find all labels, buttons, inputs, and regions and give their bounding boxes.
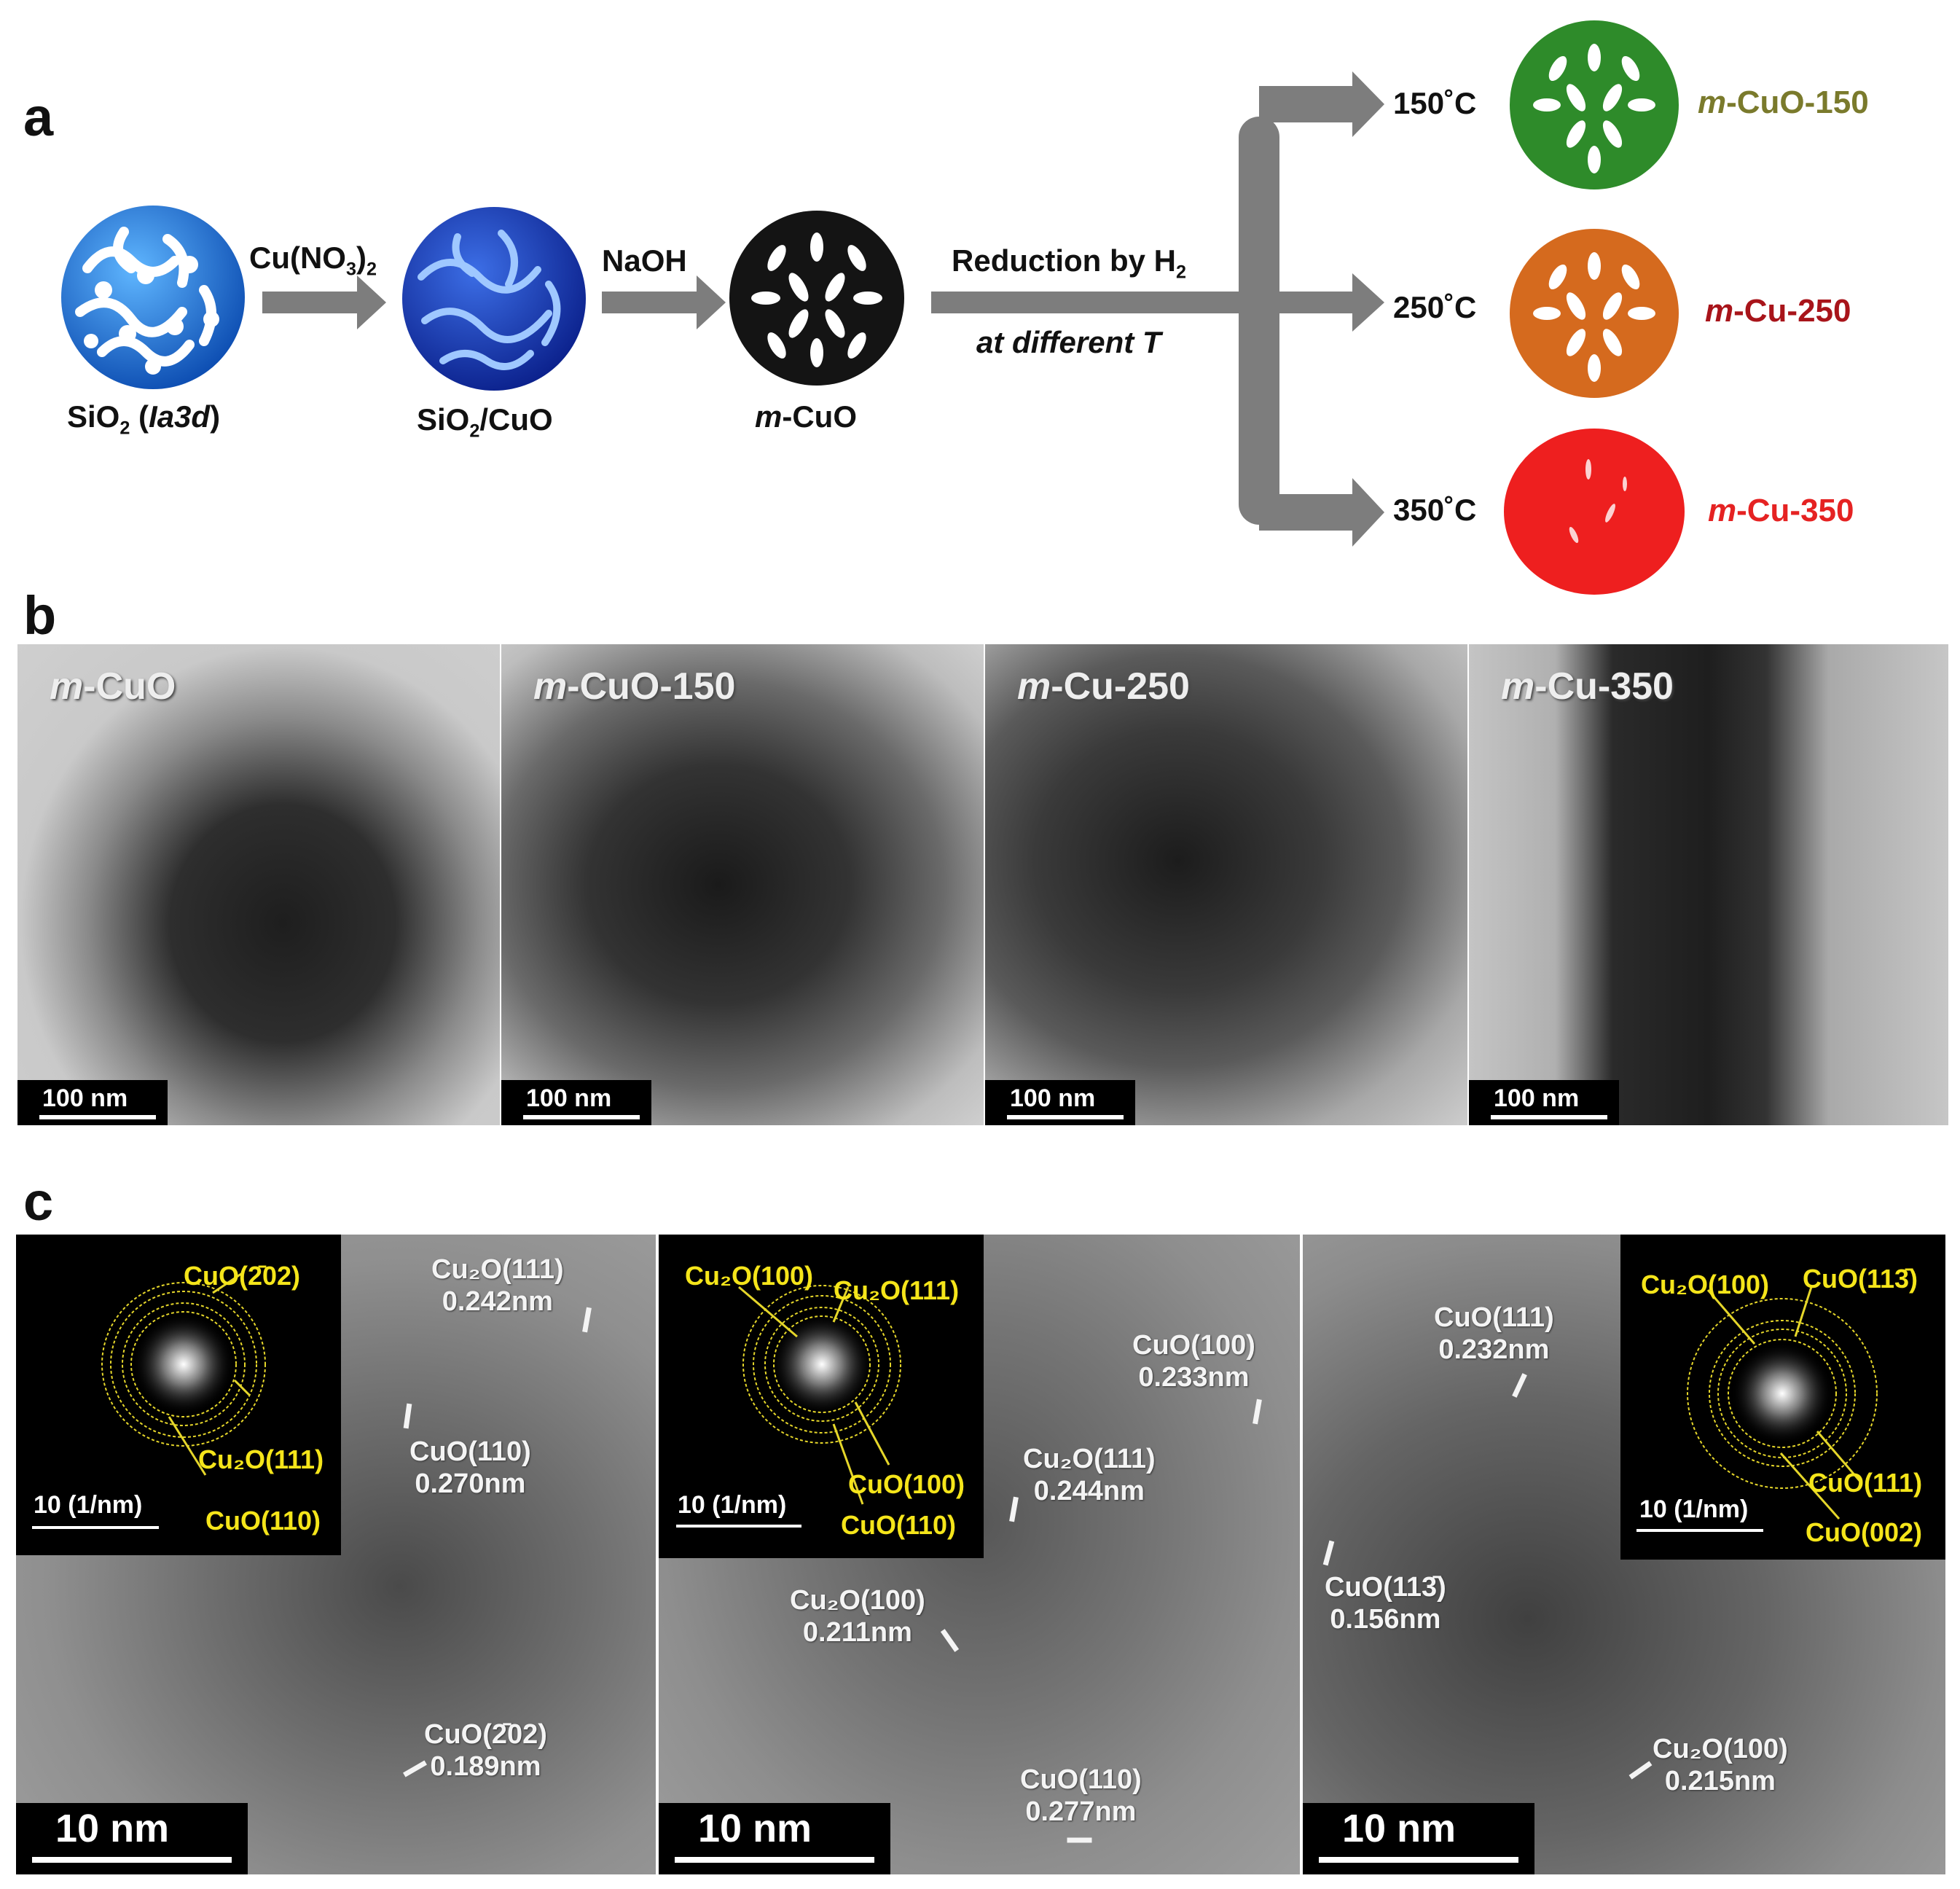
m-cuo-sphere (729, 211, 904, 386)
scale-bar-box: 100 nm (985, 1080, 1135, 1125)
lattice-marker (1009, 1496, 1019, 1522)
stage-label-m-cuo: m-CuO (755, 399, 858, 434)
arrow-label-naoh: NaOH (602, 243, 687, 278)
tem-image-m-cuo-150: m-CuO-150 100 nm (500, 643, 985, 1127)
hrtem-image-1: CuO(2̄02) Cu₂O(111) CuO(110) 10 (1/nm) C… (16, 1235, 656, 1874)
tem-title: m-Cu-250 (1017, 665, 1190, 708)
fft-inset-2: Cu₂O(100) Cu₂O(111) CuO(100) CuO(110) 10… (659, 1235, 984, 1558)
scale-bar-text: 100 nm (526, 1084, 612, 1112)
fft-scale-text: 10 (1/nm) (1639, 1495, 1749, 1523)
scale-bar (32, 1857, 232, 1863)
fft-label: Cu₂O(100) (1641, 1270, 1770, 1299)
temp-250: 250˚C (1393, 290, 1477, 324)
panel-a-label: a (23, 87, 54, 147)
d-spacing-label: Cu₂O(111)0.244nm (1023, 1444, 1156, 1506)
d-spacing-label: CuO(2̄02)0.189nm (424, 1719, 547, 1782)
process-arrows (262, 71, 1384, 547)
product-label-m-cuo-150: m-CuO-150 (1698, 85, 1869, 120)
tem-title: m-CuO (50, 665, 176, 708)
m-cuo-150-sphere (1510, 20, 1679, 189)
temp-150: 150˚C (1393, 86, 1477, 120)
scale-bar-box: 100 nm (1469, 1080, 1619, 1125)
m-cu-350-sphere (1504, 429, 1685, 595)
d-spacing-label: CuO(113̄)0.156nm (1325, 1572, 1446, 1635)
scale-bar-box: 10 nm (16, 1803, 248, 1874)
arrow-label-copper-nitrate: Cu(NO3)2 (249, 240, 377, 280)
lattice-marker (1253, 1399, 1262, 1425)
arrow-label-reduction: Reduction by H2 (952, 243, 1187, 283)
lattice-marker (940, 1629, 960, 1652)
lattice-marker (582, 1307, 592, 1333)
scale-bar-box: 10 nm (1303, 1803, 1534, 1874)
fft-scale-text: 10 (1/nm) (34, 1491, 143, 1519)
panel-b-label: b (23, 585, 57, 646)
lattice-marker (1067, 1837, 1092, 1843)
fft-label: CuO(111) (1808, 1468, 1923, 1498)
hrtem-image-3: Cu₂O(100) CuO(113̄) CuO(111) CuO(002) 10… (1303, 1235, 1945, 1874)
fft-label: CuO(100) (848, 1469, 965, 1499)
fft-pattern (676, 1285, 901, 1528)
fft-pattern (1636, 1286, 1878, 1532)
hrtem-image-2: Cu₂O(100) Cu₂O(111) CuO(100) CuO(110) 10… (659, 1235, 1300, 1874)
scale-bar-text: 100 nm (1010, 1084, 1096, 1112)
fft-label: CuO(002) (1806, 1517, 1923, 1547)
d-spacing-label: CuO(100)0.233nm (1132, 1330, 1255, 1393)
scale-bar (1007, 1115, 1124, 1119)
d-spacing-label: CuO(110)0.270nm (409, 1436, 531, 1499)
fft-scale-text: 10 (1/nm) (678, 1491, 787, 1519)
scale-bar-text: 100 nm (42, 1084, 128, 1112)
fft-label: Cu₂O(111) (834, 1275, 960, 1305)
product-label-m-cu-350: m-Cu-350 (1708, 493, 1854, 528)
sio2-template-sphere (61, 206, 245, 389)
fft-label: CuO(110) (841, 1510, 957, 1540)
d-spacing-label: CuO(111)0.232nm (1434, 1302, 1554, 1365)
fft-inset-3: Cu₂O(100) CuO(113̄) CuO(111) CuO(002) 10… (1620, 1235, 1945, 1560)
tem-image-m-cu-250: m-Cu-250 100 nm (984, 643, 1469, 1127)
lattice-marker (1322, 1540, 1335, 1566)
stage-label-sio2: SiO2 (Ia3d) (67, 399, 221, 439)
fft-label: CuO(2̄02) (184, 1261, 301, 1291)
sio2-cuo-composite-sphere (402, 207, 586, 391)
tem-image-m-cu-350: m-Cu-350 100 nm (1467, 643, 1950, 1127)
scale-bar-box: 10 nm (659, 1803, 890, 1874)
scale-bar-text: 100 nm (1494, 1084, 1580, 1112)
lattice-marker (1512, 1373, 1527, 1398)
scale-bar-box: 100 nm (17, 1080, 168, 1125)
scale-bar (39, 1115, 156, 1119)
fft-label: Cu₂O(100) (685, 1261, 814, 1291)
d-spacing-label: Cu₂O(100)0.211nm (790, 1585, 925, 1648)
panel-c-label: c (23, 1171, 54, 1232)
scale-bar-text: 10 nm (698, 1807, 812, 1850)
scale-bar (1491, 1115, 1607, 1119)
fft-label: Cu₂O(111) (198, 1444, 324, 1474)
fft-label: CuO(113̄) (1803, 1264, 1918, 1294)
tem-title: m-Cu-350 (1501, 665, 1674, 708)
scale-bar (675, 1857, 874, 1863)
d-spacing-label: Cu₂O(100)0.215nm (1653, 1734, 1788, 1796)
scale-bar-text: 10 nm (55, 1807, 170, 1850)
temp-350: 350˚C (1393, 493, 1477, 527)
scale-bar-text: 10 nm (1342, 1807, 1457, 1850)
d-spacing-label: CuO(110)0.277nm (1020, 1764, 1142, 1827)
tem-image-m-cuo: m-CuO 100 nm (16, 643, 501, 1127)
scale-bar-box: 100 nm (501, 1080, 651, 1125)
stage-label-sio2-cuo: SiO2/CuO (417, 402, 553, 442)
scale-bar (1319, 1857, 1518, 1863)
lattice-marker (403, 1403, 412, 1429)
product-label-m-cu-250: m-Cu-250 (1705, 293, 1851, 329)
d-spacing-label: Cu₂O(111)0.242nm (431, 1254, 564, 1317)
fft-inset-1: CuO(2̄02) Cu₂O(111) CuO(110) 10 (1/nm) (16, 1235, 341, 1555)
scale-bar (523, 1115, 640, 1119)
arrow-label-temperature: at different T (976, 325, 1161, 359)
m-cu-250-sphere (1510, 229, 1679, 398)
fft-label: CuO(110) (205, 1506, 321, 1536)
fft-pattern (32, 1271, 266, 1529)
tem-title: m-CuO-150 (533, 665, 736, 708)
lattice-marker (1628, 1761, 1653, 1780)
